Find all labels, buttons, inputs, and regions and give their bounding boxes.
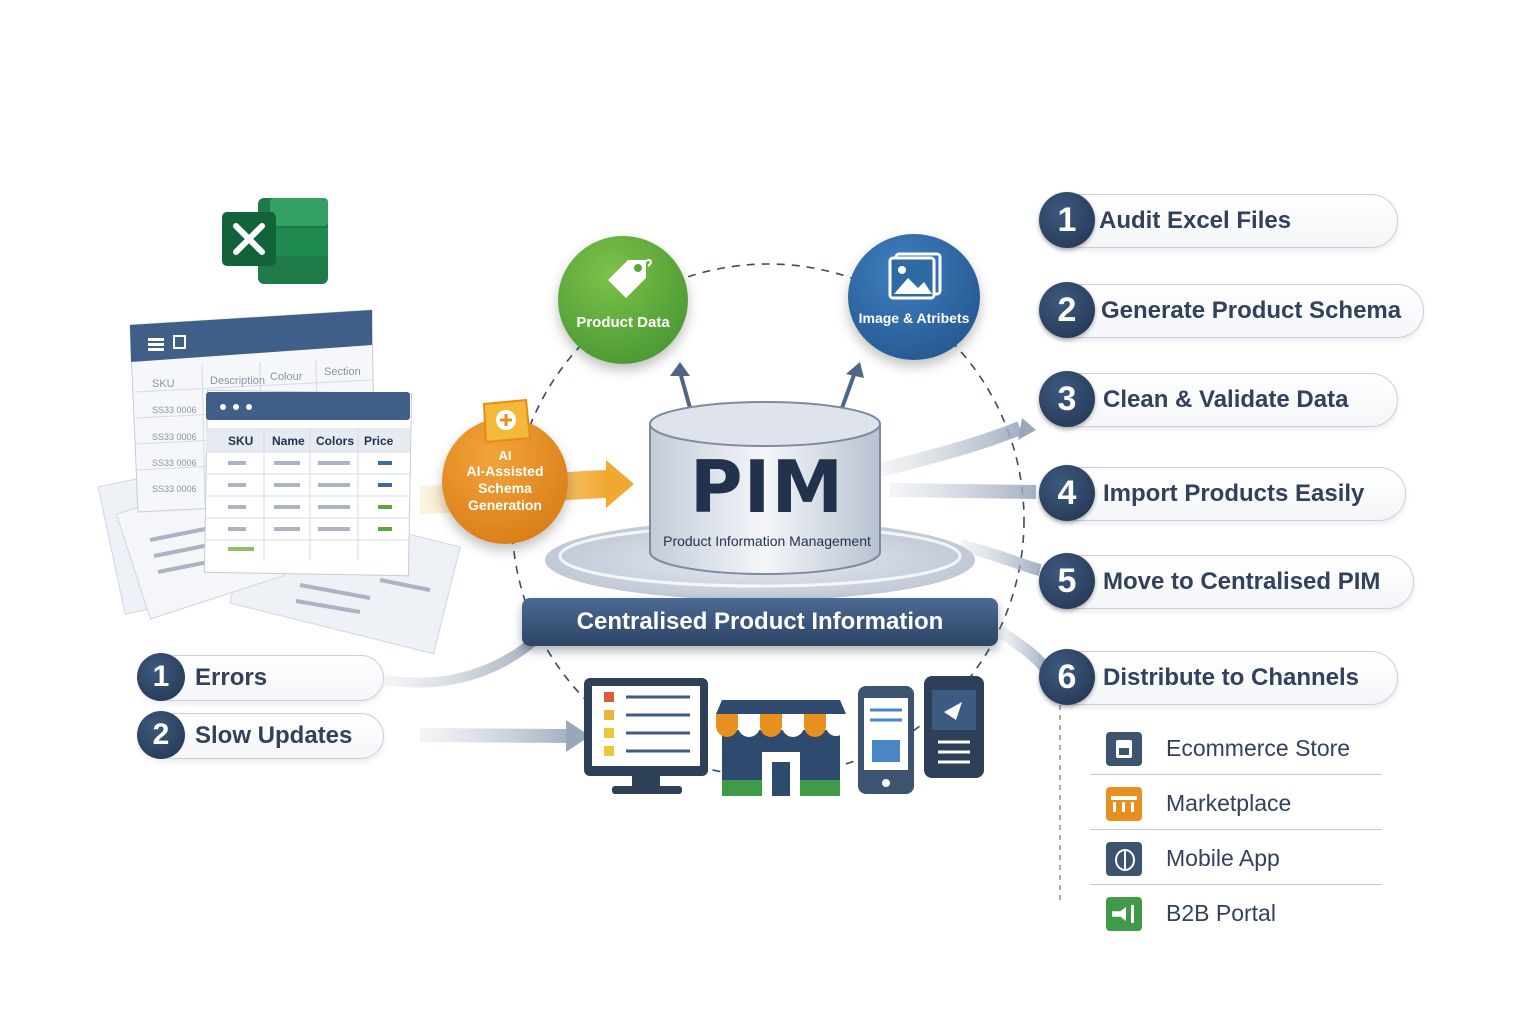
image-icon: [888, 252, 942, 300]
pim-subtitle: Product Information Management: [663, 533, 871, 549]
channel-ecommerce-store-label: Ecommerce Store: [1166, 735, 1351, 761]
pim-cylinder-top: [649, 401, 881, 447]
step-6-number: 6: [1039, 649, 1095, 705]
channel-mobile-app-label: Mobile App: [1166, 845, 1280, 871]
problem-errors: 1 Errors: [137, 653, 384, 701]
arrow-to-step-5: [958, 539, 1042, 576]
step-3-number: 3: [1039, 371, 1095, 427]
price-tag-icon: [608, 259, 652, 298]
marketplace-icon: [1106, 787, 1142, 821]
product-data-bubble: Product Data: [558, 236, 688, 364]
arrow-head-image-attributes: [846, 362, 864, 378]
back-header-1: SKU: [152, 378, 175, 390]
front-header-sku: SKU: [228, 434, 254, 448]
problem-slow-updates-number: 2: [137, 711, 185, 759]
arrow-from-errors: [384, 636, 539, 688]
back-cell-1: SS33 0006: [152, 405, 197, 415]
problem-errors-label: Errors: [195, 664, 268, 691]
arrow-to-step-4: [889, 483, 1037, 499]
channel-b2b-portal-label: B2B Portal: [1166, 900, 1276, 926]
ai-arrow-head: [606, 460, 634, 508]
step-3-label: Clean & Validate Data: [1103, 386, 1349, 413]
step-6: 6 Distribute to Channels: [1039, 649, 1398, 705]
problem-slow-updates: 2 Slow Updates: [137, 711, 384, 759]
back-header-4: Section: [324, 366, 361, 378]
product-data-label: Product Data: [576, 314, 670, 331]
step-1-label: Audit Excel Files: [1099, 207, 1292, 234]
arrow-head-product-data: [670, 362, 690, 376]
step-5: 5 Move to Centralised PIM: [1039, 553, 1414, 609]
centralised-info-banner: Centralised Product Information: [522, 598, 998, 646]
image-attributes-label: Image & Atribets: [858, 310, 970, 326]
store-icon: [1106, 732, 1142, 766]
arrow-to-image-attributes: [840, 371, 857, 409]
back-header-2: Description: [210, 375, 266, 387]
ai-schema-bubble: AI AI-Assisted Schema Generation: [442, 398, 568, 544]
mobile-app-icon: [1106, 842, 1142, 876]
step-2-label: Generate Product Schema: [1101, 297, 1402, 324]
pim-cylinder-body: [649, 423, 881, 575]
storefront-icon: [716, 700, 846, 796]
pim-title: PIM: [689, 445, 845, 529]
channel-marketplace: Marketplace: [1090, 775, 1382, 830]
arrow-to-product-data: [678, 371, 692, 409]
step-2: 2 Generate Product Schema: [1039, 282, 1424, 338]
step-4-label: Import Products Easily: [1103, 480, 1365, 507]
image-attributes-bubble: Image & Atribets: [848, 234, 980, 360]
ai-label-line3: Schema: [478, 480, 532, 496]
step-3: 3 Clean & Validate Data: [1039, 371, 1398, 427]
front-header-name: Name: [272, 434, 305, 448]
tablet-icon: [924, 676, 984, 778]
back-header-3: Colour: [270, 371, 303, 383]
channel-ecommerce-store: Ecommerce Store: [1090, 720, 1382, 775]
channel-b2b-portal: B2B Portal: [1090, 885, 1382, 939]
channel-marketplace-label: Marketplace: [1166, 790, 1292, 816]
ai-label-line1: AI: [498, 448, 512, 463]
step-1-number: 1: [1039, 192, 1095, 248]
dashed-ring: [511, 263, 1025, 777]
b2b-portal-icon: [1106, 897, 1142, 931]
excel-logo-icon: [222, 198, 328, 284]
problem-slow-updates-label: Slow Updates: [195, 722, 353, 749]
step-6-label: Distribute to Channels: [1103, 664, 1360, 691]
back-cell-3: SS33 0006: [152, 458, 197, 468]
front-header-price: Price: [364, 434, 394, 448]
step-5-label: Move to Centralised PIM: [1103, 568, 1381, 595]
phone-icon: [858, 686, 914, 794]
step-1: 1 Audit Excel Files: [1039, 192, 1398, 248]
front-header-colors: Colors: [316, 434, 355, 448]
arrow-to-step-6: [994, 625, 1050, 672]
step-2-number: 2: [1039, 282, 1095, 338]
step-5-number: 5: [1039, 553, 1095, 609]
arrow-head-slow-updates: [566, 720, 590, 752]
ai-label-line4: Generation: [468, 497, 542, 513]
desktop-monitor-icon: [584, 678, 708, 794]
ai-label-line2: AI-Assisted: [466, 463, 544, 479]
ai-badge-icon: [482, 398, 532, 444]
back-cell-4: SS33 0006: [152, 484, 197, 494]
step-4-number: 4: [1039, 465, 1095, 521]
arrow-to-step-3: [878, 421, 1023, 477]
back-cell-2: SS33 0006: [152, 432, 197, 442]
arrow-from-slow-updates: [419, 728, 569, 743]
front-spreadsheet: [203, 389, 413, 577]
arrow-head-step-3: [1018, 418, 1036, 440]
channel-mobile-app: Mobile App: [1090, 830, 1382, 885]
problem-errors-number: 1: [137, 653, 185, 701]
step-4: 4 Import Products Easily: [1039, 465, 1406, 521]
